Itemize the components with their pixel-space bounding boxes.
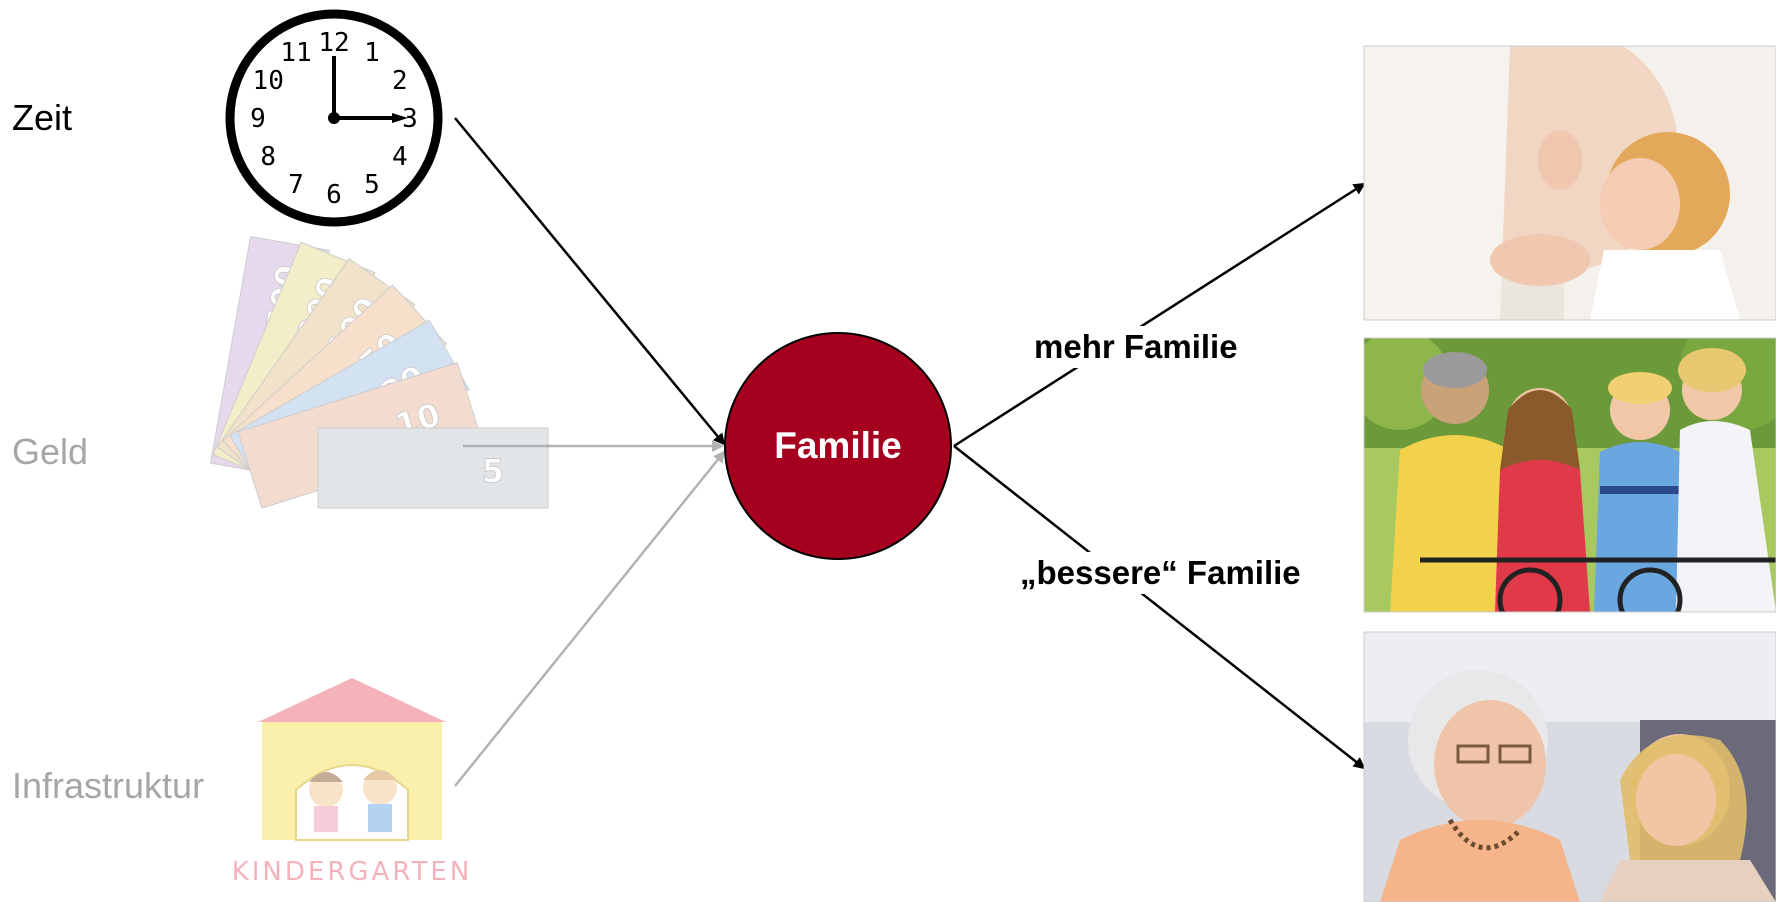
clock-numeral: 3 — [402, 104, 418, 134]
clock-numeral: 10 — [253, 66, 284, 96]
label-bessere-familie: „bessere“ Familie — [1012, 552, 1309, 594]
photo-pregnant-mother-child — [1364, 46, 1776, 320]
clock-numeral: 6 — [326, 180, 342, 210]
kindergarten-icon: KINDERGARTEN — [232, 678, 473, 887]
arrow-familie-to-bessere — [953, 445, 1366, 770]
arrow-zeit-to-familie — [454, 117, 726, 446]
clock-numeral: 12 — [318, 28, 349, 58]
banknote: 20 — [229, 319, 470, 506]
clock-numeral: 2 — [392, 66, 408, 96]
banknote: 100 — [216, 257, 416, 494]
familie-circle — [724, 332, 952, 560]
euro-banknotes-icon: 5002001005020105 — [210, 235, 549, 509]
label-mehr-familie: mehr Familie — [1026, 326, 1246, 368]
banknote-value: 5 — [482, 452, 504, 490]
label-geld: Geld — [12, 431, 89, 472]
banknote: 10 — [237, 362, 483, 509]
kindergarten-sign: KINDERGARTEN — [232, 857, 473, 887]
photo-grandmother-grandchild — [1364, 632, 1776, 902]
photo-family-bicycles — [1364, 338, 1776, 612]
banknote: 200 — [212, 241, 376, 486]
clock-numeral: 7 — [288, 170, 304, 200]
clock-numeral: 1 — [364, 38, 380, 68]
label-zeit: Zeit — [12, 97, 73, 138]
label-infrastruktur: Infrastruktur — [12, 765, 205, 806]
familie-label: Familie — [774, 425, 902, 466]
banknote: 500 — [210, 235, 330, 478]
clock-numeral: 11 — [280, 38, 311, 68]
arrow-infrastruktur-to-familie — [454, 450, 726, 787]
clock-numeral: 5 — [364, 170, 380, 200]
clock-numeral: 8 — [260, 142, 276, 172]
banknote: 5 — [317, 427, 549, 509]
banknote: 50 — [222, 284, 448, 501]
clock-numeral: 4 — [392, 142, 408, 172]
arrow-familie-to-mehr — [953, 182, 1366, 448]
clock-numeral: 9 — [250, 104, 266, 134]
